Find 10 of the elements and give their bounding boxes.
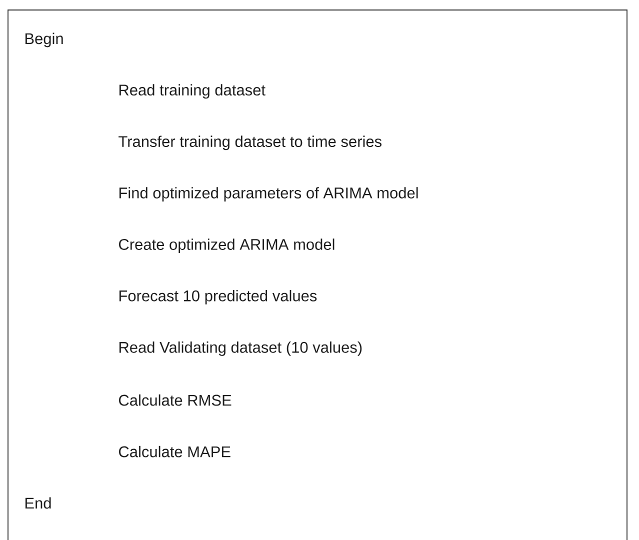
pseudocode-step: Read Validating dataset (10 values) [119, 341, 362, 356]
pseudocode-step: Forecast 10 predicted values [119, 290, 317, 304]
pseudocode-step: Read training dataset [119, 84, 266, 99]
pseudocode-step: Find optimized parameters of ARIMA model [119, 187, 418, 202]
keyword: End [25, 497, 51, 509]
keyword: Begin [25, 32, 63, 48]
pseudocode-step: Create optimized ARIMA model [119, 238, 334, 254]
pseudocode-step: Calculate RMSE [119, 394, 232, 406]
pseudocode-step: Calculate MAPE [119, 446, 230, 458]
pseudocode-step: Transfer training dataset to time series [118, 136, 382, 150]
